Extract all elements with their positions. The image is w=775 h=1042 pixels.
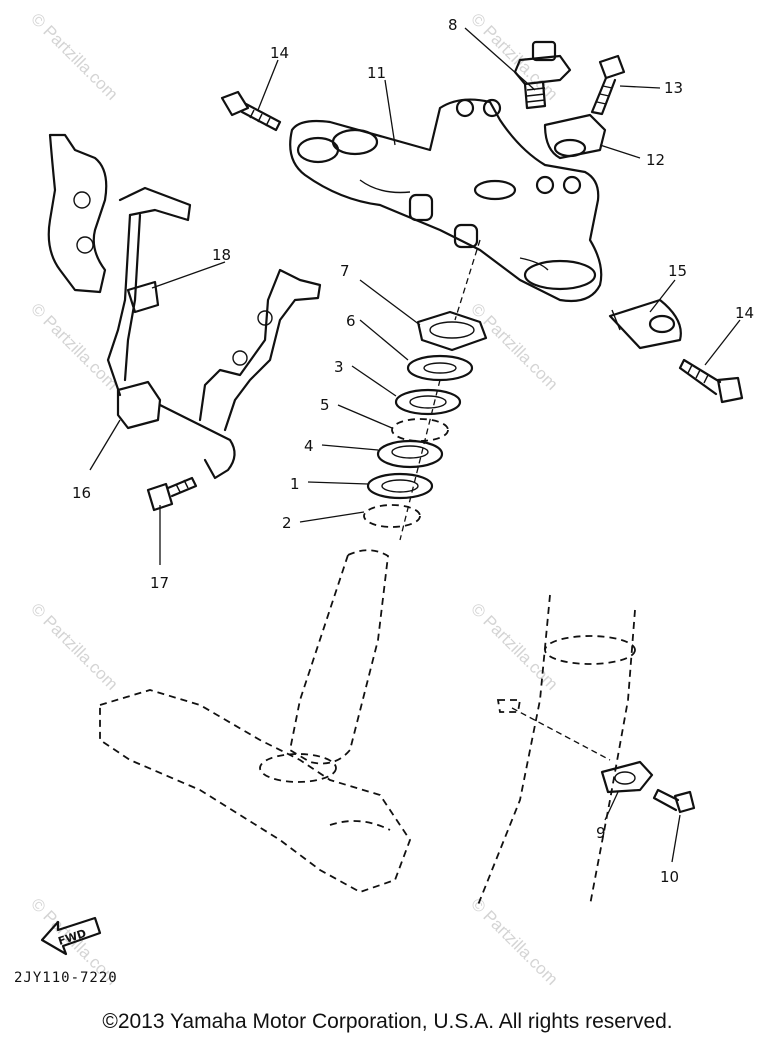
steering-nut-part [416,310,488,352]
callout-12: 12 [646,151,665,169]
callout-2: 2 [282,514,292,532]
exploded-parts-diagram: © Partzilla.com © Partzilla.com © Partzi… [27,9,754,988]
bolt-14-upper-part [220,90,282,132]
upper-bracket-part [289,98,603,303]
watermark: © Partzilla.com [467,299,561,393]
watermark-layer: © Partzilla.com © Partzilla.com © Partzi… [27,9,561,988]
callout-4: 4 [304,437,314,455]
callout-15: 15 [668,262,687,280]
watermark: © Partzilla.com [27,299,121,393]
callout-9: 9 [596,824,606,842]
callout-7: 7 [340,262,350,280]
ball-race-2-part [363,504,421,528]
callout-8: 8 [448,16,458,34]
diagram-code: 2JY110-7220 [14,970,118,986]
bolt-14-lower-part [678,358,744,404]
callout-10: 10 [660,868,679,886]
handlebar-holder-part [543,113,607,160]
callout-5: 5 [320,396,330,414]
callout-1: 1 [290,475,300,493]
bolt-10-part [652,788,696,814]
bolt-17-part [146,476,198,512]
callout-17: 17 [150,574,169,592]
callout-13: 13 [664,79,683,97]
callout-labels: 8 11 14 13 12 15 14 18 7 6 3 5 4 1 2 16 … [72,16,754,886]
callout-14: 14 [735,304,754,322]
ball-race-5-part [391,418,449,442]
leader-lines [89,27,741,863]
watermark: © Partzilla.com [27,599,121,693]
callout-3: 3 [334,358,344,376]
bolt-13-part [590,54,626,116]
watermark: © Partzilla.com [27,9,121,103]
callout-18: 18 [212,246,231,264]
watermark: © Partzilla.com [467,894,561,988]
callout-16: 16 [72,484,91,502]
callout-6: 6 [346,312,356,330]
fork-tube-part [477,594,636,906]
headlight-stay-part [47,133,322,480]
clamp-9-part [600,760,654,794]
race-3-part [394,388,462,416]
clamp-15-part [608,298,682,350]
under-bracket-part [99,549,412,893]
race-1-part [366,472,434,500]
callout-14: 14 [270,44,289,62]
copyright-notice: ©2013 Yamaha Motor Corporation, U.S.A. A… [102,1010,673,1033]
callout-11: 11 [367,64,386,82]
race-4-part [376,439,444,469]
washer-6-part [406,354,474,382]
assembly-axis [399,239,481,541]
